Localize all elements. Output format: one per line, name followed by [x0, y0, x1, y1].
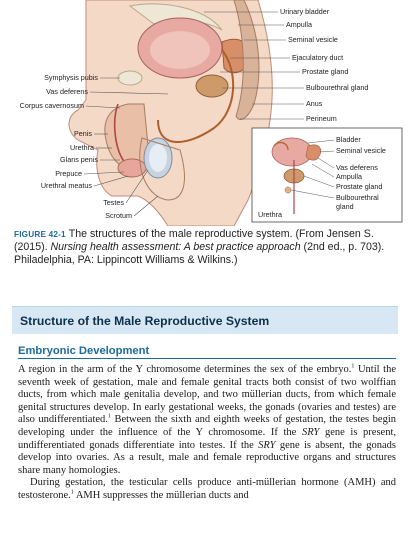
p1-sentence-1: A region in the arm of the Y chromosome … — [18, 364, 352, 375]
section-title: Structure of the Male Reproductive Syste… — [12, 306, 398, 334]
leader-lines — [83, 11, 304, 217]
inset-vas-deferens — [273, 141, 289, 151]
p2-sentence-1: During gestation, the testicular cells p… — [18, 477, 396, 501]
male-reproductive-illustration: Urinary bladder Ampulla Seminal vesicle … — [20, 0, 403, 226]
p1-sentence-4: gene is present, undifferentiated gonads… — [18, 426, 396, 451]
label-urinary-bladder: Urinary bladder — [280, 7, 330, 16]
body-text: A region in the arm of the Y chromosome … — [18, 364, 396, 503]
label-ejaculatory-duct: Ejaculatory duct — [292, 53, 343, 62]
citation: 1 — [107, 413, 111, 420]
scrotum-outline — [139, 137, 185, 201]
label-scrotum: Scrotum — [105, 211, 132, 220]
citation: 1 — [70, 489, 74, 496]
inset-diagram: Bladder Seminal vesicle Vas deferens Amp… — [251, 127, 403, 223]
caption-text-end: (2nd ed., p. 703). Philadelphia, PA: Lip… — [14, 241, 385, 267]
label-penis: Penis — [74, 129, 92, 138]
label-urethral-meatus: Urethral meatus — [41, 181, 93, 190]
label-urethra: Urethra — [70, 143, 94, 152]
inset-label-prostate: Prostate gland — [336, 182, 382, 191]
inset-label-ampulla: Ampulla — [336, 172, 362, 181]
label-vas-deferens: Vas deferens — [46, 87, 88, 96]
symphysis-pubis — [117, 70, 143, 86]
inset-label-vas-deferens: Vas deferens — [336, 163, 378, 172]
inset-bulbourethral — [284, 186, 292, 194]
label-anus: Anus — [306, 99, 323, 108]
label-symphysis-pubis: Symphysis pubis — [44, 73, 98, 82]
prostate-gland — [195, 74, 229, 98]
label-corpus-cavernosum: Corpus cavernosum — [20, 101, 84, 110]
paragraph-1: A region in the arm of the Y chromosome … — [18, 364, 396, 477]
paragraph-2: During gestation, the testicular cells p… — [18, 477, 396, 502]
bladder-inner — [150, 31, 210, 69]
label-ampulla: Ampulla — [286, 20, 312, 29]
p2-sentence-2: AMH suppresses the müllerian ducts and — [73, 489, 249, 501]
inset-label-bulbourethral: Bulbourethral — [336, 193, 379, 202]
urethra-path — [113, 103, 127, 165]
label-perineum: Perineum — [306, 114, 337, 123]
figure-number: FIGURE 42-1 — [14, 230, 66, 239]
gene-name: SRY — [301, 426, 320, 438]
label-testes: Testes — [103, 198, 124, 207]
p1-sentence-5: gene is absent, the gonads develop into … — [18, 439, 396, 476]
caption-text-start: The structures of the male reproductive … — [14, 228, 374, 254]
inset-label-gland: gland — [336, 202, 354, 211]
label-prepuce: Prepuce — [55, 169, 82, 178]
inset-seminal-vesicle — [305, 144, 321, 161]
label-bulbourethral-gland: Bulbourethral gland — [306, 83, 368, 92]
anatomy-figure: Urinary bladder Ampulla Seminal vesicle … — [8, 0, 406, 226]
caption-book-title: Nursing health assessment: A best practi… — [50, 241, 301, 254]
testis-inner — [149, 144, 167, 172]
subsection-title: Embryonic Development — [18, 345, 396, 359]
p1-sentence-2: Until the seventh week of gestation, mal… — [18, 364, 396, 426]
label-prostate-gland: Prostate gland — [302, 67, 348, 76]
citation: 1 — [351, 363, 355, 370]
label-seminal-vesicle: Seminal vesicle — [288, 35, 338, 44]
gene-name: SRY — [258, 439, 276, 451]
label-glans-penis: Glans penis — [60, 155, 98, 164]
inset-label-bladder: Bladder — [336, 135, 361, 144]
inset-label-urethra: Urethra — [258, 210, 282, 219]
p1-sentence-3: Between the sixth and eighth weeks of ge… — [18, 414, 396, 438]
inset-label-seminal-vesicle: Seminal vesicle — [336, 146, 386, 155]
